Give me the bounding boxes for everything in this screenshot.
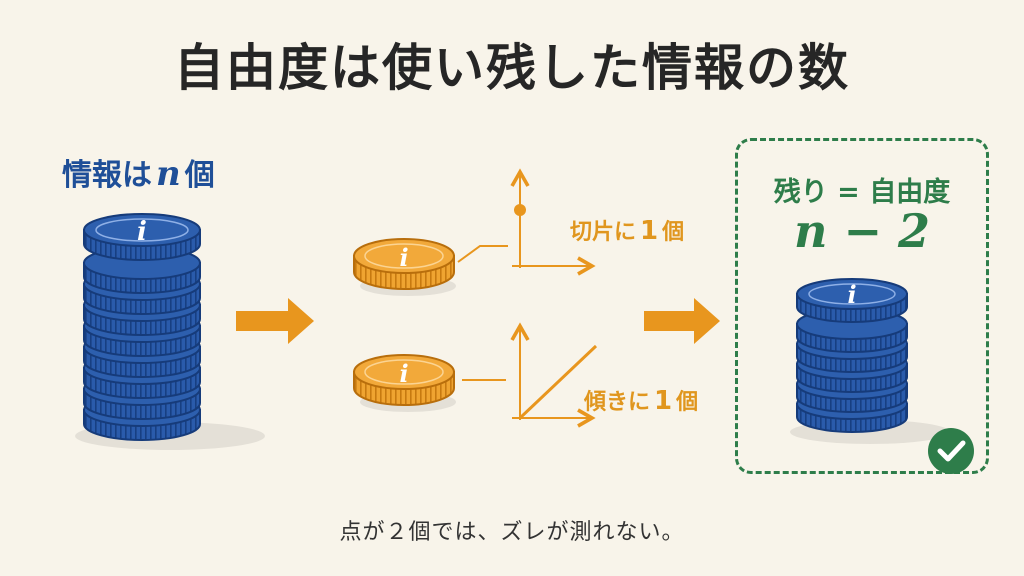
slope-caption-text: 傾きに — [584, 390, 651, 415]
intercept-connector — [457, 245, 508, 263]
arrow-right-icon — [644, 298, 720, 344]
info-count-suffix: 個 — [184, 158, 215, 193]
remaining-panel — [735, 138, 989, 474]
remaining-formula: n − 2 — [793, 204, 931, 258]
info-count-n: n — [156, 154, 181, 194]
stack-coin-top: i — [83, 213, 201, 261]
check-circle-icon — [928, 428, 974, 474]
intercept-caption-text: 切片に — [570, 220, 637, 245]
intercept-coin: i — [353, 238, 456, 296]
coin-stack-remaining: i — [796, 278, 908, 433]
info-coin-icon: i — [399, 243, 408, 272]
intercept-caption-num: 1 — [640, 216, 659, 246]
arrow-right-icon — [236, 298, 314, 344]
intercept-point — [514, 204, 526, 216]
info-count-prefix: 情報は — [62, 158, 152, 193]
info-coin-icon: i — [137, 217, 147, 247]
info-coin-icon: i — [399, 359, 408, 388]
footnote: 点が２個では、ズレが測れない。 — [339, 520, 685, 545]
slope-coin: i — [353, 354, 456, 412]
page-title: 自由度は使い残した情報の数 — [174, 39, 850, 97]
info-coin-icon: i — [847, 280, 856, 309]
slope-caption-num: 1 — [654, 386, 673, 416]
slope-axes — [510, 322, 598, 428]
stack-coin-top: i — [796, 278, 908, 323]
intercept-caption-unit: 個 — [662, 220, 685, 245]
intercept-axes — [510, 168, 596, 276]
slope-caption-unit: 個 — [676, 390, 699, 415]
coin-stack-n: i — [83, 213, 201, 441]
remaining-label: 残り = 自由度 — [773, 177, 951, 208]
slope-line — [518, 344, 598, 420]
